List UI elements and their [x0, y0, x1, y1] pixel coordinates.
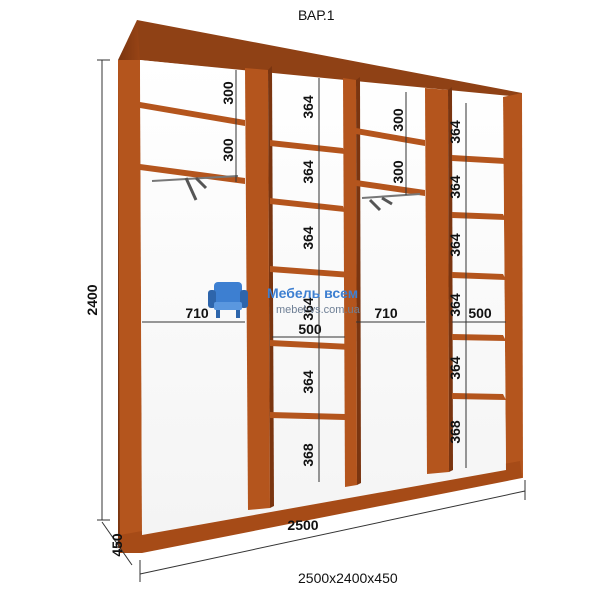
- section-4-width-label: 500: [468, 305, 492, 321]
- section-4-width-dim: 500: [452, 305, 506, 323]
- section-4-shelf-dim: 364: [447, 175, 463, 199]
- hanging-rod-icon: [361, 193, 421, 212]
- armchair-icon: [208, 282, 248, 318]
- section-1-width-dim: 710: [142, 305, 245, 323]
- shelf: [270, 412, 345, 420]
- section-4-shelf-dim: 364: [447, 293, 463, 317]
- shelf: [270, 266, 352, 278]
- shelf: [356, 128, 425, 146]
- divider-3: [425, 88, 449, 474]
- section-3-shelf-dim: 300: [390, 160, 406, 184]
- divider-1: [245, 68, 270, 510]
- width-label: 2500: [287, 517, 318, 533]
- shelf: [270, 340, 352, 350]
- shelf: [140, 102, 245, 126]
- depth-dimension: 450: [101, 521, 133, 566]
- variant-title: ВАР.1: [298, 7, 335, 23]
- depth-label: 450: [109, 533, 125, 557]
- shelf: [270, 198, 345, 212]
- section-4-shelf-dim: 364: [447, 233, 463, 257]
- top-panel: [133, 20, 522, 97]
- section-2-shelf-dim: 364: [300, 160, 316, 184]
- section-1-shelf-dim: 300: [220, 138, 236, 162]
- section-2-shelf-dim: 368: [300, 443, 316, 467]
- section-4-shelf-dim: 368: [447, 420, 463, 444]
- section-2-shelf-dim: 364: [300, 297, 316, 321]
- section-2-shelf-dim: 364: [300, 370, 316, 394]
- shelf: [452, 334, 506, 341]
- shelf: [270, 140, 345, 154]
- section-1-shelf-dim: 300: [220, 81, 236, 105]
- section-2-width-dim: 500: [272, 321, 345, 338]
- section-4-shelf-dim: 364: [447, 120, 463, 144]
- height-dimension: 2400: [84, 59, 110, 521]
- watermark-url: mebel-vs.com.ua: [276, 304, 361, 316]
- section-3-shelf-dim: 300: [390, 108, 406, 132]
- section-3-width-label: 710: [374, 305, 398, 321]
- width-dimension: 2500: [139, 480, 526, 582]
- section-2-width-label: 500: [298, 321, 322, 337]
- watermark-brand: Мебель всем: [267, 285, 358, 301]
- overall-size-caption: 2500х2400х450: [298, 570, 398, 586]
- shelf: [356, 180, 425, 196]
- section-2-shelf-dim: 364: [300, 95, 316, 119]
- shelf: [140, 164, 245, 184]
- height-label: 2400: [84, 284, 100, 315]
- hanging-rod-icon: [151, 175, 239, 201]
- right-side-panel: [503, 93, 523, 478]
- watermark: Мебель всем mebel-vs.com.ua: [208, 282, 361, 318]
- section-2-shelf-dim: 364: [300, 226, 316, 250]
- section-4-shelf-dim: 364: [447, 356, 463, 380]
- section-3-width-dim: 710: [356, 305, 425, 323]
- divider-2: [343, 78, 357, 487]
- shelf: [452, 393, 506, 400]
- section-1-width-label: 710: [185, 305, 209, 321]
